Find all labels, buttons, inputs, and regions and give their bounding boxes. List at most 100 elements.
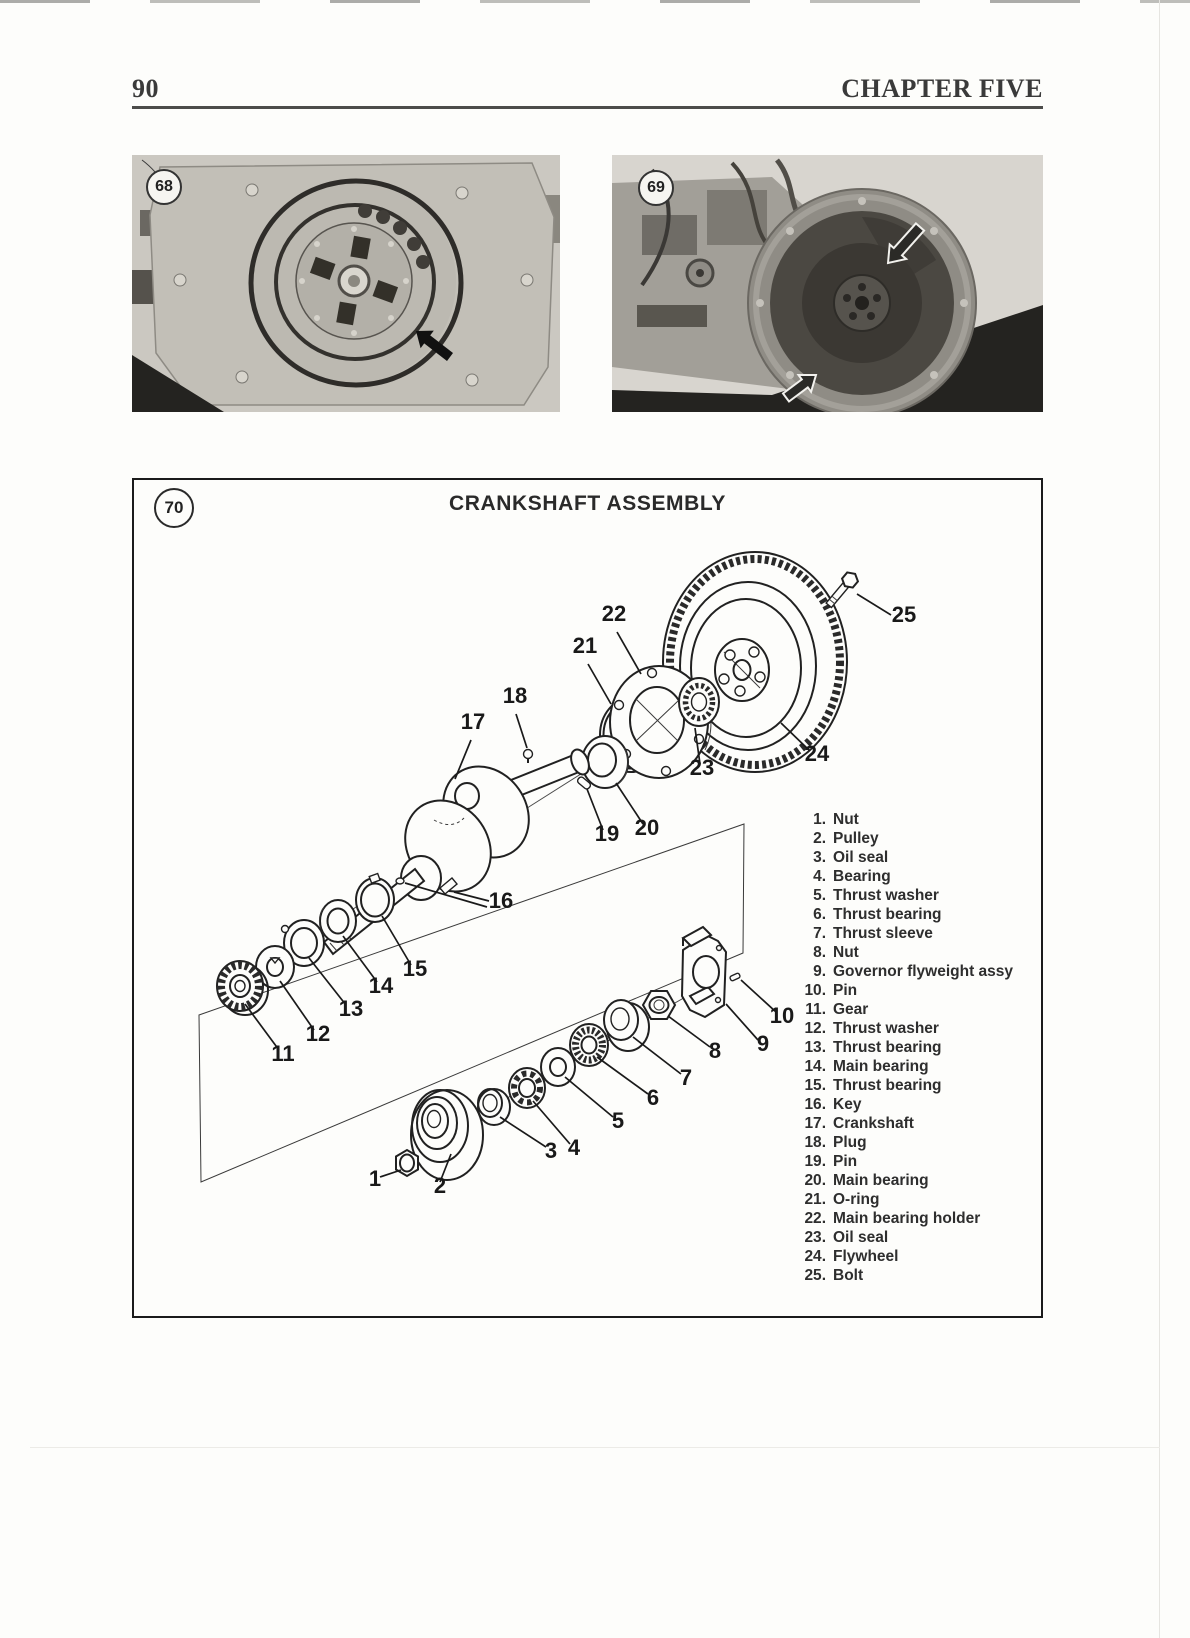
leader-line-4: [532, 1100, 571, 1145]
part-row: 8 Nut: [786, 943, 1036, 962]
part-row: 25 Bolt: [786, 1266, 1036, 1285]
part-row: 16 Key: [786, 1095, 1036, 1114]
part-name: Oil seal: [833, 1229, 889, 1246]
part-thrust-washer-5: [540, 1047, 576, 1087]
part-name: Thrust washer: [833, 1020, 939, 1037]
part-name: Pulley: [833, 830, 879, 847]
damper-holes: [299, 226, 409, 336]
part-number: 14: [786, 1057, 826, 1076]
part-gear: [216, 960, 269, 1016]
part-row: 24 Flywheel: [786, 1247, 1036, 1266]
leader-line-25: [856, 593, 892, 616]
leader-line-16: [453, 891, 490, 902]
part-row: 18 Plug: [786, 1133, 1036, 1152]
part-thrust-bearing-6: [569, 1023, 609, 1067]
part-name: Gear: [833, 1001, 869, 1018]
part-plug: [522, 748, 534, 763]
callout-8: 8: [709, 1038, 721, 1063]
part-number: 24: [786, 1247, 826, 1266]
leader-line-15: [381, 915, 412, 966]
leader-line-10: [740, 979, 777, 1013]
page-number: 90: [132, 74, 159, 103]
part-row: 4 Bearing: [786, 867, 1036, 886]
part-name: Oil seal: [833, 849, 889, 866]
part-row: 19 Pin: [786, 1152, 1036, 1171]
callout-24: 24: [805, 741, 830, 766]
part-name: Pin: [833, 1153, 858, 1170]
part-row: 3 Oil seal: [786, 848, 1036, 867]
part-number: 10: [786, 981, 826, 1000]
page-header: 90 CHAPTER FIVE: [132, 74, 1043, 104]
leader-line-6: [596, 1056, 649, 1095]
photo-69-image: [612, 155, 1043, 412]
callout-20: 20: [635, 815, 659, 840]
part-oil-seal-front: [477, 1088, 511, 1126]
part-number: 6: [786, 905, 826, 924]
callout-7: 7: [680, 1065, 692, 1090]
callout-6: 6: [647, 1085, 659, 1110]
inner-dark-ring: [274, 203, 436, 361]
callout-23: 23: [690, 755, 714, 780]
arrow-indicator: [416, 330, 453, 361]
paper-edge: [1159, 0, 1160, 1638]
callout-17: 17: [461, 709, 485, 734]
part-number: 3: [786, 848, 826, 867]
part-number: 8: [786, 943, 826, 962]
part-number: 16: [786, 1095, 826, 1114]
part-number: 11: [786, 1000, 826, 1019]
callout-13: 13: [339, 996, 363, 1021]
leader-line-16: [404, 882, 488, 908]
leader-line-12: [279, 980, 315, 1031]
callout-3: 3: [545, 1138, 557, 1163]
part-number: 2: [786, 829, 826, 848]
leader-line-1: [379, 1169, 402, 1178]
part-name: Nut: [833, 811, 859, 828]
leader-line-14: [342, 935, 378, 983]
part-number: 4: [786, 867, 826, 886]
figure-69-photo: 69: [612, 155, 1043, 412]
callout-11: 11: [271, 1041, 294, 1066]
center-hole: [348, 275, 360, 287]
part-number: 20: [786, 1171, 826, 1190]
chapter-title: CHAPTER FIVE: [841, 74, 1043, 103]
leader-line-17: [454, 739, 472, 780]
leader-line-5: [564, 1076, 614, 1118]
part-number: 9: [786, 962, 826, 981]
bolt-heads: [173, 183, 534, 387]
parts-list: 1 Nut 2 Pulley 3 Oil seal 4 Bearing 5 Th…: [786, 810, 1036, 1285]
leader-line-7: [632, 1036, 682, 1075]
part-name: Thrust bearing: [833, 1039, 942, 1056]
part-name: Nut: [833, 944, 859, 961]
part-governor-flyweight: [680, 925, 728, 1019]
part-number: 19: [786, 1152, 826, 1171]
part-row: 11 Gear: [786, 1000, 1036, 1019]
figure-69-label: 69: [638, 170, 674, 206]
callout-9: 9: [757, 1031, 769, 1056]
callout-4: 4: [568, 1135, 581, 1160]
shadow-corner: [132, 355, 224, 412]
part-row: 14 Main bearing: [786, 1057, 1036, 1076]
part-name: Thrust washer: [833, 887, 939, 904]
outer-dark-ring: [248, 178, 464, 388]
leader-line-8: [667, 1015, 711, 1048]
callout-5: 5: [612, 1108, 624, 1133]
arrow-upper: [886, 221, 926, 265]
rim-bolts: [756, 197, 968, 379]
leader-line-23: [694, 727, 701, 765]
part-number: 15: [786, 1076, 826, 1095]
leader-line-19: [586, 788, 604, 831]
part-row: 1 Nut: [786, 810, 1036, 829]
part-name: Pin: [833, 982, 858, 999]
figure-70-label: 70: [154, 488, 194, 528]
part-name: Bolt: [833, 1267, 864, 1284]
leader-line-22: [616, 631, 642, 675]
part-pin-rear: [576, 776, 592, 790]
part-row: 23 Oil seal: [786, 1228, 1036, 1247]
part-name: Plug: [833, 1134, 867, 1151]
part-row: 6 Thrust bearing: [786, 905, 1036, 924]
figure-68-photo: 68: [132, 155, 560, 412]
part-bolt: [825, 571, 860, 609]
part-thrust-sleeve: [603, 999, 650, 1052]
